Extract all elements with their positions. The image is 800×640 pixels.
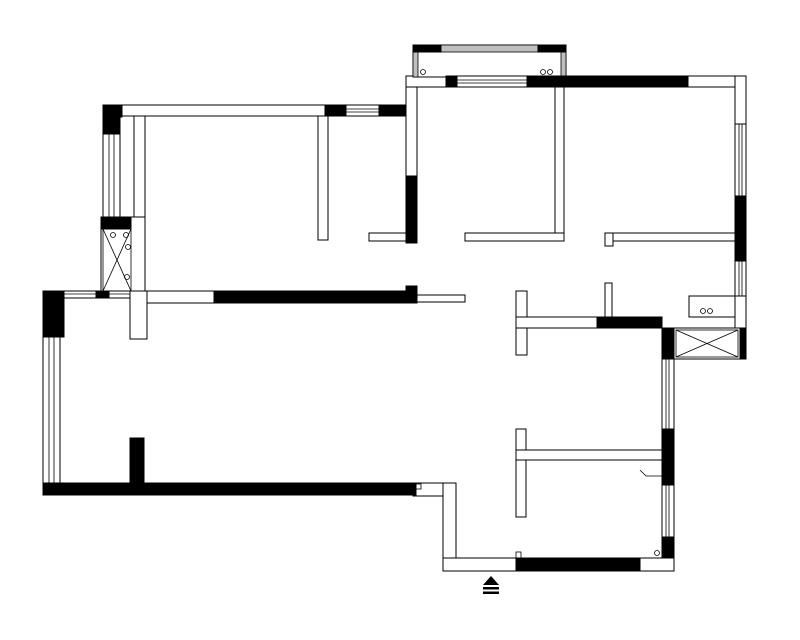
solid-wall-lower-right-bottom xyxy=(661,536,675,559)
drain-icon xyxy=(420,69,426,75)
window-living-left xyxy=(42,336,61,486)
bay-window-sill xyxy=(440,44,539,53)
solid-wall-spine xyxy=(405,175,418,244)
solid-wall-bath-right xyxy=(739,327,747,360)
window-right-upper xyxy=(734,123,747,197)
solid-wall-living-top-cap xyxy=(405,285,418,293)
solid-wall-living-pillar xyxy=(129,437,145,485)
drain-icon xyxy=(124,274,130,280)
stove-burner-icon xyxy=(700,308,706,314)
wall-lower-t-horizontal xyxy=(515,449,663,461)
bay-window-side-right xyxy=(560,51,567,78)
window-right-lower xyxy=(734,260,747,297)
wall-bedroom-bottom-b xyxy=(464,232,565,242)
wall-living-top-right xyxy=(416,294,466,303)
solid-wall-top-mid-a xyxy=(324,104,347,117)
wall-bath-box xyxy=(661,327,747,360)
wall-kitchen-stub xyxy=(604,282,613,318)
solid-wall-laundry-top xyxy=(100,216,132,230)
window-left-top xyxy=(345,104,380,117)
drain-icon xyxy=(125,244,131,250)
solid-wall-living-corner xyxy=(42,290,65,338)
wall-lower-t-vertical xyxy=(515,428,527,518)
stove-burner-icon xyxy=(707,308,713,314)
solid-wall-bay-left xyxy=(412,44,442,53)
solid-wall-bath-left xyxy=(661,327,675,360)
solid-wall-lower-right-mid xyxy=(661,428,675,486)
laundry-shaft xyxy=(102,228,132,292)
drain-icon xyxy=(547,69,553,75)
solid-wall-left-bedroom-corner-top xyxy=(102,104,123,118)
window-left-bedroom xyxy=(102,133,121,218)
bath-shaft xyxy=(675,329,739,358)
solid-wall-entry-bottom xyxy=(515,557,641,572)
wall-bedroom-bottom-stub xyxy=(604,232,614,247)
drain-icon xyxy=(654,550,660,556)
solid-wall-top-mid-b xyxy=(378,104,407,117)
drain-icon xyxy=(110,232,116,238)
drain-icon xyxy=(123,232,129,238)
window-bedroom-top xyxy=(456,75,528,88)
closet-corner xyxy=(637,459,663,477)
window-lower-right-b xyxy=(661,484,675,538)
wall-bedroom-bottom-c xyxy=(604,232,736,242)
fixtures xyxy=(102,69,739,559)
solid-wall-right-mid xyxy=(734,195,747,262)
solid-wall-top-right-b xyxy=(526,75,689,88)
solid-wall-top-right-a xyxy=(445,75,458,88)
door-jamb xyxy=(515,551,522,559)
entrance-arrow-icon xyxy=(483,576,499,594)
solid-wall-kitchen-mid xyxy=(596,316,663,329)
solid-wall-laundry-sill xyxy=(95,290,110,299)
wall-kitchen-counter xyxy=(688,295,736,318)
door-jamb xyxy=(415,483,422,490)
wall-bedroom-separator xyxy=(554,86,565,241)
wall-living-top-pier xyxy=(129,290,148,340)
bay-window-side xyxy=(412,51,419,78)
solid-wall-living-top xyxy=(213,290,418,304)
window-lower-right-a xyxy=(661,358,675,430)
solid-wall-bay-right xyxy=(537,44,567,53)
solid-walls xyxy=(42,44,747,572)
drain-icon xyxy=(540,69,546,75)
wall-left-bedroom-right xyxy=(317,115,329,241)
solid-wall-living-bottom xyxy=(42,482,417,496)
